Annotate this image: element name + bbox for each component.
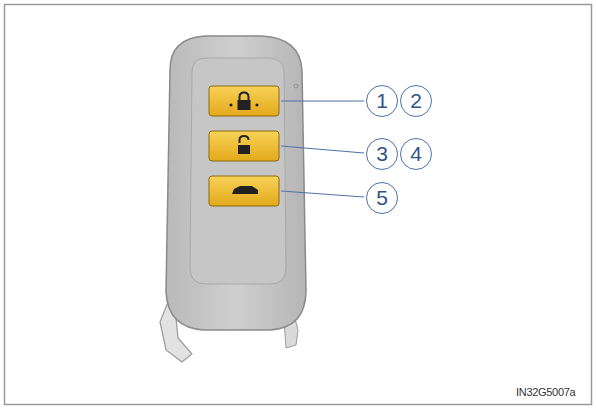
trunk-icon [232,186,258,194]
trunk-button [209,176,279,206]
leader-line [281,146,364,153]
button-panel [190,58,286,284]
callout-number: 2 [400,85,432,117]
leader-line [281,101,364,102]
unlock-button [209,131,279,161]
figure-code: IN32G5007a [516,386,575,398]
key-body [166,36,306,330]
callout-number: 3 [366,138,398,170]
leader-line [281,191,364,197]
unlock-icon [238,136,250,154]
callout-number: 4 [400,138,432,170]
callout-number: 5 [366,182,398,214]
lock-button [209,86,279,116]
frame [5,5,592,405]
lock-icon [229,93,258,111]
callout-number: 1 [366,85,398,117]
indicator [294,84,298,88]
